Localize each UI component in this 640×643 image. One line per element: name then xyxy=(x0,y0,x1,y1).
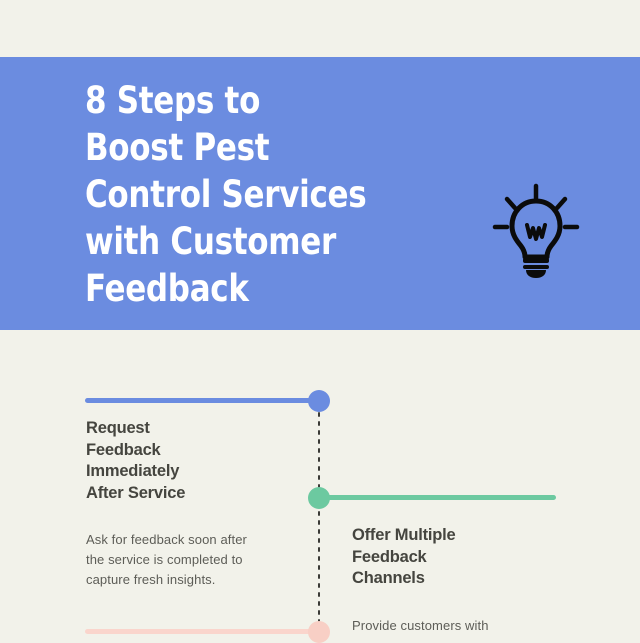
header-banner: 8 Steps to Boost Pest Control Services w… xyxy=(0,57,640,330)
steps-timeline xyxy=(0,330,640,640)
timeline-spine xyxy=(317,392,321,640)
step-2-title: Offer Multiple Feedback Channels xyxy=(352,526,456,587)
step-1-connector-bar xyxy=(85,398,318,403)
step-2-block: Offer Multiple Feedback Channels Provide… xyxy=(352,525,582,636)
step-1-node[interactable] xyxy=(308,390,330,412)
step-3-connector-bar xyxy=(85,629,318,634)
step-1-title: Request Feedback Immediately After Servi… xyxy=(86,419,186,502)
step-2-node[interactable] xyxy=(308,487,330,509)
step-1-description: Ask for feedback soon after the service … xyxy=(86,532,247,587)
page-title: 8 Steps to Boost Pest Control Services w… xyxy=(85,79,367,310)
lightbulb-icon xyxy=(492,183,580,279)
step-3-node[interactable] xyxy=(308,621,330,643)
step-2-connector-bar xyxy=(320,495,556,500)
step-2-description: Provide customers with xyxy=(352,617,489,633)
step-1-block: Request Feedback Immediately After Servi… xyxy=(86,418,304,590)
